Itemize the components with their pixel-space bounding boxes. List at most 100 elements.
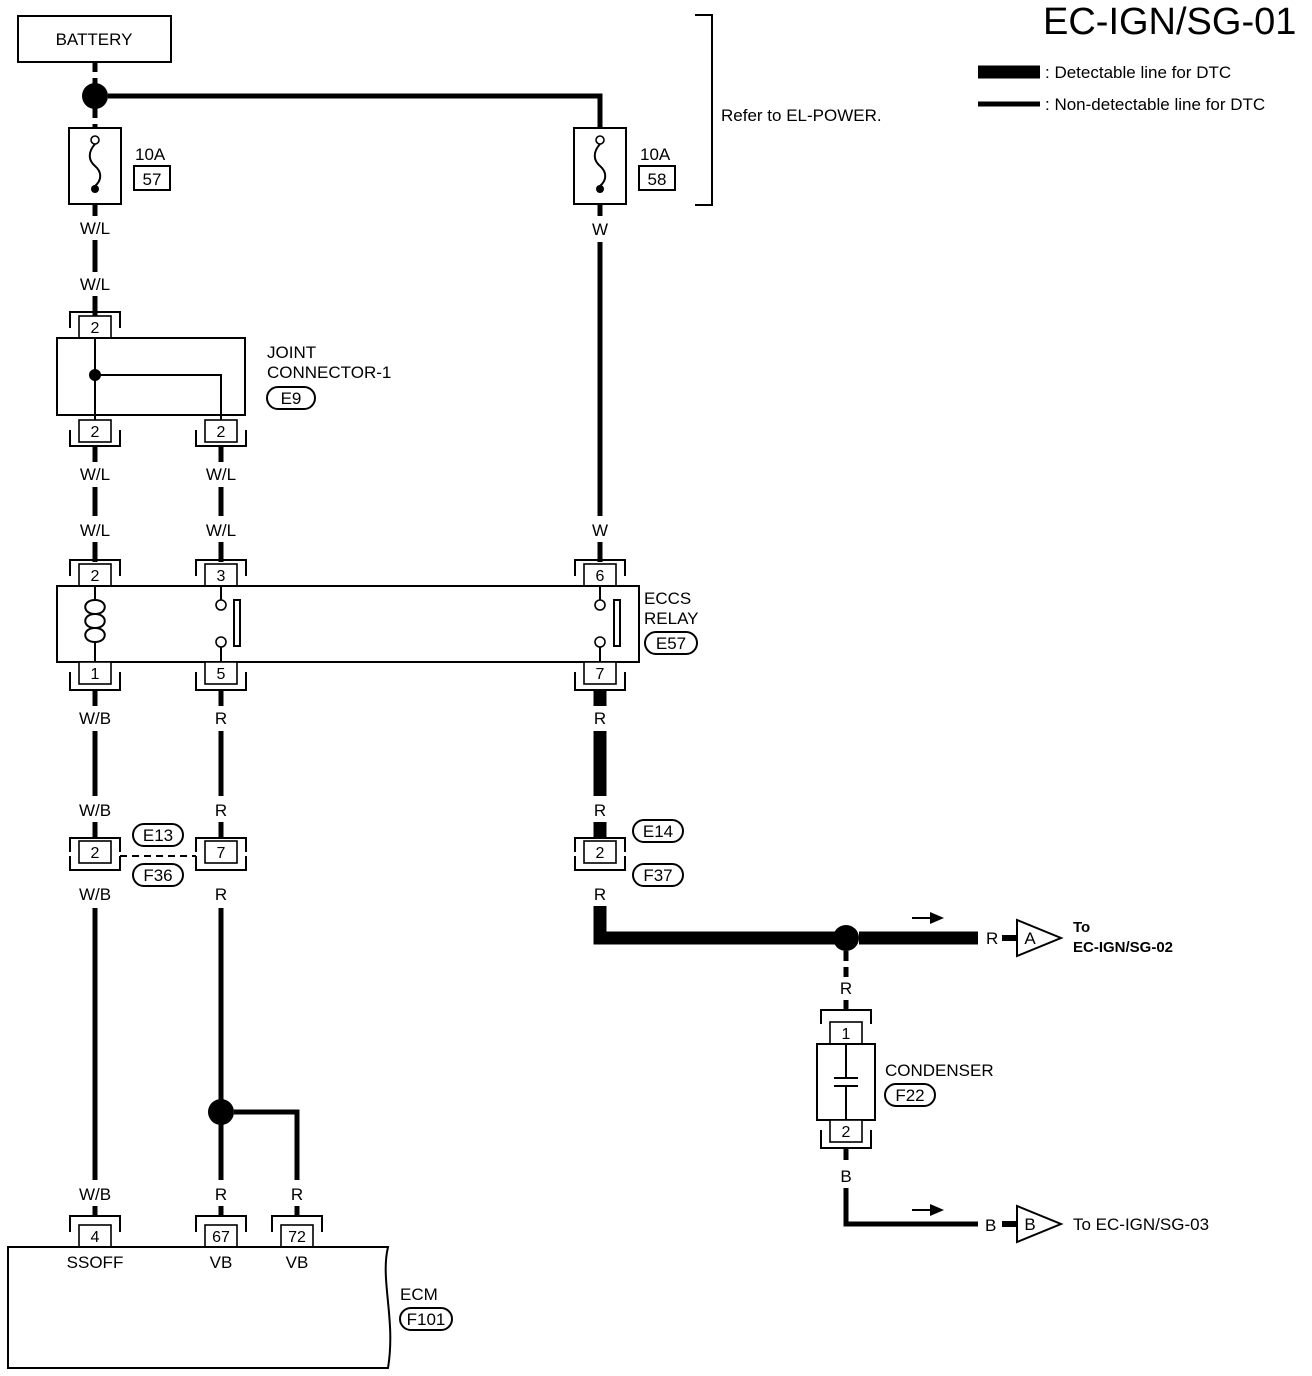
wire-label-r-3: R <box>215 885 227 904</box>
relay-pin1-box <box>78 661 112 685</box>
relay-pin3-shell <box>195 559 247 576</box>
wire-label-r-cond: R <box>840 979 852 998</box>
wire-label-b-1: B <box>840 1167 851 1186</box>
inline-left-pin7-box <box>204 840 238 864</box>
jc-top-pin-number: 2 <box>91 320 100 337</box>
condenser-splice <box>833 925 859 951</box>
wire-label-r-1: R <box>215 709 227 728</box>
offpage-b-flag <box>1016 1204 1064 1244</box>
wire-label-wl-4: W/L <box>80 465 110 484</box>
fuse57-top-terminal <box>90 135 100 145</box>
relay-pin7-box <box>583 661 617 685</box>
ecm-code: F101 <box>407 1310 446 1329</box>
condenser-code-badge <box>884 1083 936 1107</box>
ecm-pin67-shell <box>195 1215 247 1232</box>
fuse58-number: 58 <box>648 170 667 189</box>
wire-label-r-thick-2: R <box>594 801 606 820</box>
ecm-label: ECM <box>400 1285 438 1304</box>
relay-sw2-contact-bottom <box>594 636 606 648</box>
inline-right-code-top: E14 <box>643 822 673 841</box>
wire-label-r-5: R <box>215 1185 227 1204</box>
eccs-relay-body <box>56 585 640 663</box>
condenser-code: F22 <box>895 1086 924 1105</box>
refer-note: Refer to EL-POWER. <box>721 106 882 125</box>
relay-pin5-number: 5 <box>217 666 226 683</box>
jc-code: E9 <box>281 389 302 408</box>
relay-label-line1: ECCS <box>644 589 691 608</box>
relay-code-badge <box>644 631 698 655</box>
fuse58-number-box <box>638 165 676 191</box>
wire-label-wl-1: W/L <box>80 219 110 238</box>
relay-sw1-contact-top <box>215 599 227 611</box>
ecm-pin72-shell <box>271 1215 323 1232</box>
jc-bottom-right-pin-box <box>204 419 238 443</box>
offpage-b-text: To EC-IGN/SG-03 <box>1073 1215 1209 1234</box>
offpage-a-flag <box>1016 918 1064 958</box>
joint-connector-body <box>56 337 246 416</box>
inline-left-pin7-shell-top <box>195 837 247 852</box>
wire-b-2 <box>843 1188 978 1227</box>
inline-left-code-bottom: F36 <box>143 866 172 885</box>
fuse57-rating: 10A <box>135 145 166 164</box>
jc-bottom-left-pin-box <box>78 419 112 443</box>
wire-label-wl-7: W/L <box>206 465 236 484</box>
legend-detectable-text: : Detectable line for DTC <box>1045 63 1231 82</box>
condenser-pin2-box <box>829 1119 863 1143</box>
wire-label-wb-3: W/B <box>79 885 111 904</box>
ecm-body <box>7 1246 392 1369</box>
inline-left-pin7-number: 7 <box>217 845 226 862</box>
inline-left-code-bottom-badge <box>132 863 184 887</box>
relay-label-line2: RELAY <box>644 609 699 628</box>
inline-right-code-bottom: F37 <box>643 866 672 885</box>
offpage-a-line2: EC-IGN/SG-02 <box>1073 939 1173 956</box>
relay-pin1-number: 1 <box>91 666 100 683</box>
relay-pin6-number: 6 <box>596 568 605 585</box>
condenser-label: CONDENSER <box>885 1061 994 1080</box>
direction-arrow-b-head <box>930 1204 944 1216</box>
wire-r-6 <box>234 1109 300 1180</box>
condenser-pin1-shell <box>820 1009 872 1024</box>
relay-pin5-box <box>204 661 238 685</box>
inline-left-code-top-badge <box>132 823 184 847</box>
battery-box <box>17 15 172 63</box>
offpage-b-wire-color: B <box>985 1216 996 1235</box>
wire-label-r-6: R <box>291 1185 303 1204</box>
relay-pin7-number: 7 <box>596 666 605 683</box>
wire-label-wb-1: W/B <box>79 709 111 728</box>
wire-label-wl-8: W/L <box>206 521 236 540</box>
power-bracket <box>695 14 713 206</box>
battery-label: BATTERY <box>56 30 133 49</box>
inline-right-pin-box <box>583 840 617 864</box>
wire-label-w-2: W <box>592 521 608 540</box>
offpage-a-wire-color: R <box>986 929 998 948</box>
relay-sw2-contact-top <box>594 599 606 611</box>
wire-r-thick-4 <box>593 906 846 945</box>
wire-label-r-thick-1: R <box>594 709 606 728</box>
ecm-pin72-name: VB <box>286 1253 309 1272</box>
ecm-pin4-number: 4 <box>91 1229 100 1246</box>
ecm-pin72-number: 72 <box>288 1229 306 1246</box>
wire-label-wb-2: W/B <box>79 801 111 820</box>
battery-splice <box>82 83 108 109</box>
relay-pin3-number: 3 <box>217 568 226 585</box>
jc-bottom-left-pin-number: 2 <box>91 424 100 441</box>
wire-label-r-thick-3: R <box>594 885 606 904</box>
ecm-pin67-number: 67 <box>212 1229 230 1246</box>
inline-left-pin7-shell-bottom <box>195 856 247 871</box>
ecm-pin4-shell <box>69 1215 121 1232</box>
jc-bottom-right-pin-number: 2 <box>217 424 226 441</box>
inline-left-pin2-shell-bottom <box>69 856 121 871</box>
inline-right-pin-shell-top <box>574 837 626 852</box>
wire-label-w-1: W <box>592 220 608 239</box>
direction-arrow-a-head <box>930 912 944 924</box>
ecm-pin67-name: VB <box>210 1253 233 1272</box>
jc-top-connector-shell <box>69 311 121 328</box>
fuse57-bottom-terminal <box>91 185 99 193</box>
relay-pin6-shell <box>574 559 626 576</box>
relay-sw2-armature <box>613 599 621 647</box>
jc-label-line2: CONNECTOR-1 <box>267 363 391 382</box>
legend-non-detectable-text: : Non-detectable line for DTC <box>1045 95 1265 114</box>
fuse58-rating: 10A <box>640 145 671 164</box>
inline-left-pin2-box <box>78 840 112 864</box>
